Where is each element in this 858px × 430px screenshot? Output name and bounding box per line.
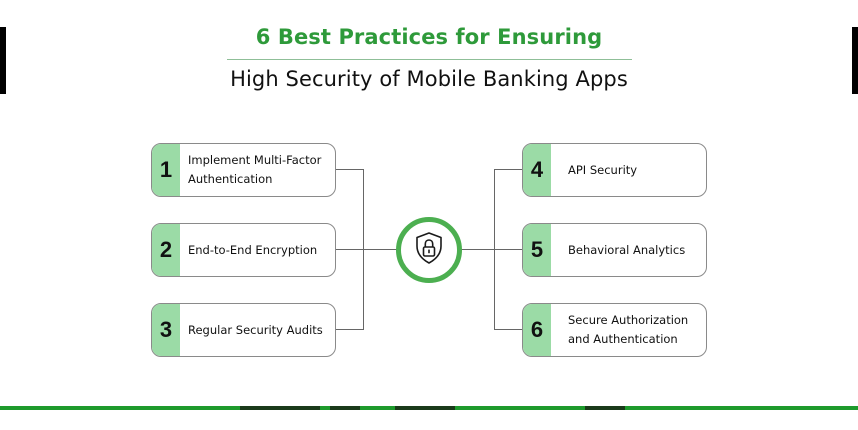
practice-card-2: 2 End-to-End Encryption: [151, 223, 336, 277]
practice-number-6: 6: [523, 304, 551, 356]
left-edge-bar: [0, 27, 6, 94]
strip-texture: [330, 406, 360, 410]
connector-4-horizontal: [494, 169, 522, 170]
connector-left-vertical: [363, 169, 364, 330]
connector-right-vertical: [494, 169, 495, 330]
connector-2-horizontal: [336, 249, 397, 250]
practice-card-6: 6 Secure Authorization and Authenticatio…: [522, 303, 707, 357]
practice-label-1: Implement Multi-Factor Authentication: [180, 144, 335, 196]
title-line-2: High Security of Mobile Banking Apps: [230, 67, 628, 91]
shield-lock-icon: [414, 231, 444, 269]
connector-3-horizontal: [336, 329, 364, 330]
strip-texture: [240, 406, 320, 410]
practice-number-2: 2: [152, 224, 180, 276]
strip-texture: [395, 406, 455, 410]
practice-card-5: 5 Behavioral Analytics: [522, 223, 707, 277]
practice-label-1-line-2: Authentication: [188, 172, 273, 186]
practice-card-4: 4 API Security: [522, 143, 707, 197]
connector-5-horizontal: [461, 249, 522, 250]
title-divider: [227, 59, 632, 60]
practice-label-2: End-to-End Encryption: [188, 242, 318, 257]
title-line-1: 6 Best Practices for Ensuring: [255, 25, 603, 49]
practice-card-1: 1 Implement Multi-Factor Authentication: [151, 143, 336, 197]
practice-label-6-line-2: and Authentication: [568, 332, 678, 346]
practice-label-6: Secure Authorization and Authentication: [551, 304, 706, 356]
practice-label-6-line-1: Secure Authorization: [568, 313, 689, 327]
practice-number-3: 3: [152, 304, 180, 356]
strip-texture: [585, 406, 625, 410]
bottom-decorative-strip: [0, 406, 858, 410]
connector-6-horizontal: [494, 329, 522, 330]
practice-label-4: API Security: [568, 162, 638, 177]
practice-number-4: 4: [523, 144, 551, 196]
practice-label-3: Regular Security Audits: [188, 322, 323, 337]
practice-label-5: Behavioral Analytics: [568, 242, 686, 257]
connector-1-horizontal: [336, 169, 364, 170]
practice-number-1: 1: [152, 144, 180, 196]
practice-label-1-line-1: Implement Multi-Factor: [188, 153, 322, 167]
practice-card-3: 3 Regular Security Audits: [151, 303, 336, 357]
practice-number-5: 5: [523, 224, 551, 276]
center-hub: [396, 217, 462, 283]
right-edge-bar: [852, 27, 858, 94]
